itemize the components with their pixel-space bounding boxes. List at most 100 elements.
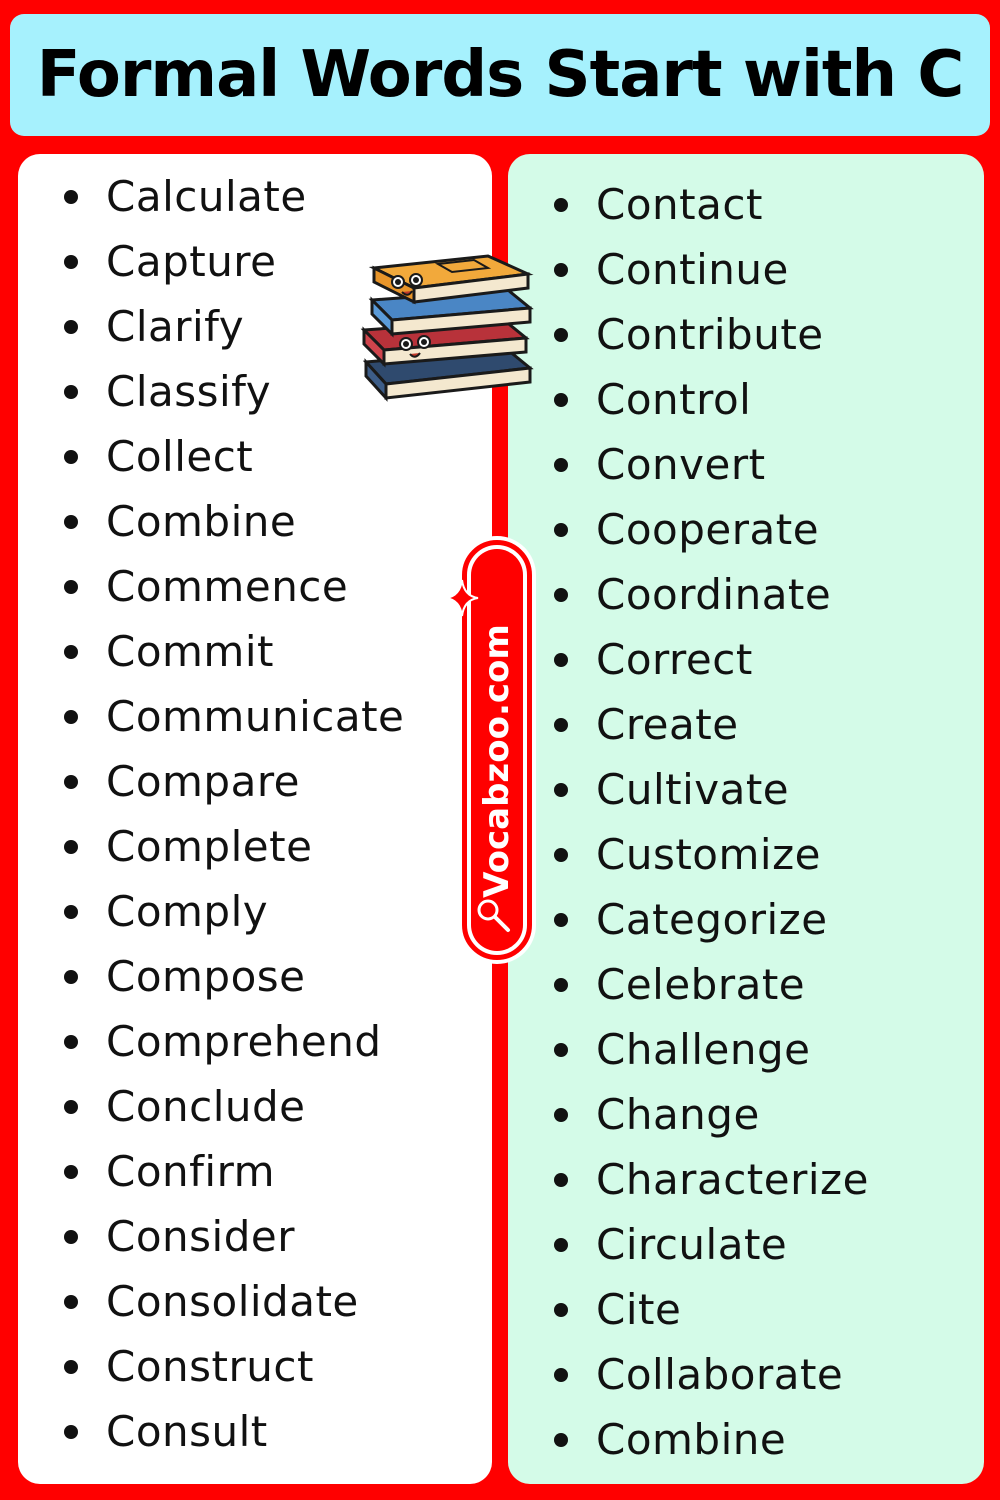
bullet-icon [554,1367,568,1382]
list-item: Contact [508,172,984,237]
list-item: Contribute [508,302,984,367]
word-label: Clarify [106,302,245,351]
list-item: Control [508,367,984,432]
list-item: Correct [508,627,984,692]
bullet-icon [554,977,568,992]
list-item: Collect [18,424,492,489]
bullet-icon [554,522,568,537]
bullet-icon [554,652,568,667]
bullet-icon [64,1034,78,1049]
bullet-icon [554,197,568,212]
title-banner: Formal Words Start with C [10,14,990,136]
list-item: Combine [508,1407,984,1472]
word-label: Characterize [596,1155,869,1204]
bullet-icon [554,587,568,602]
word-label: Capture [106,237,277,286]
bullet-icon [554,1042,568,1057]
search-icon [477,899,510,932]
word-label: Cultivate [596,765,790,814]
page-title: Formal Words Start with C [36,38,965,112]
word-label: Comply [106,887,269,936]
word-label: Classify [106,367,272,416]
word-label: Celebrate [596,960,806,1009]
word-label: Convert [596,440,766,489]
word-label: Challenge [596,1025,811,1074]
list-item: Compose [18,944,492,1009]
bullet-icon [64,1359,78,1374]
list-item: Consolidate [18,1269,492,1334]
word-label: Construct [106,1342,314,1391]
bullet-icon [554,262,568,277]
word-label: Combine [596,1415,787,1464]
word-label: Combine [106,497,297,546]
list-item: Cultivate [508,757,984,822]
word-label: Continue [596,245,789,294]
list-item: Conclude [18,1074,492,1139]
list-item: Comprehend [18,1009,492,1074]
list-item: Calculate [18,164,492,229]
word-label: Contact [596,180,763,229]
bullet-icon [64,319,78,334]
word-label: Create [596,700,739,749]
list-item: Collaborate [508,1342,984,1407]
word-label: Commence [106,562,349,611]
bullet-icon [64,1099,78,1114]
word-label: Coordinate [596,570,832,619]
word-label: Change [596,1090,760,1139]
list-item: Convert [508,432,984,497]
list-item: Coordinate [508,562,984,627]
word-label: Consolidate [106,1277,359,1326]
list-item: Continue [508,237,984,302]
bullet-icon [64,709,78,724]
list-item: Customize [508,822,984,887]
bullet-icon [64,774,78,789]
word-label: Commit [106,627,274,676]
bullet-icon [64,1294,78,1309]
word-label: Calculate [106,172,307,221]
bullet-icon [554,457,568,472]
list-item: Commence [18,554,492,619]
bullet-icon [64,1424,78,1439]
bullet-icon [64,189,78,204]
bullet-icon [64,579,78,594]
list-item: Combine [18,489,492,554]
word-label: Complete [106,822,313,871]
word-label: Control [596,375,752,424]
list-item: Communicate [18,684,492,749]
word-label: Communicate [106,692,405,741]
bullet-icon [64,904,78,919]
bullet-icon [554,1432,568,1447]
word-label: Comprehend [106,1017,382,1066]
word-label: Collect [106,432,254,481]
word-label: Confirm [106,1147,276,1196]
word-label: Conclude [106,1082,306,1131]
word-label: Correct [596,635,753,684]
bullet-icon [554,1172,568,1187]
list-item: Change [508,1082,984,1147]
word-label: Consult [106,1407,268,1456]
bullet-icon [554,327,568,342]
bullet-icon [64,384,78,399]
word-label: Customize [596,830,821,879]
list-item: Confirm [18,1139,492,1204]
list-item: Celebrate [508,952,984,1017]
word-label: Categorize [596,895,828,944]
bullet-icon [64,1229,78,1244]
bullet-icon [64,254,78,269]
list-item: Circulate [508,1212,984,1277]
word-label: Cooperate [596,505,820,554]
list-item: Construct [18,1334,492,1399]
bullet-icon [554,392,568,407]
word-label: Circulate [596,1220,788,1269]
list-item: Cooperate [508,497,984,562]
list-item: Clarify [18,294,492,359]
site-badge: Vocabzoo.com [462,540,532,960]
word-label: Consider [106,1212,295,1261]
bullet-icon [554,782,568,797]
word-label: Contribute [596,310,824,359]
list-item: Cite [508,1277,984,1342]
word-label: Cite [596,1285,682,1334]
bullet-icon [64,449,78,464]
